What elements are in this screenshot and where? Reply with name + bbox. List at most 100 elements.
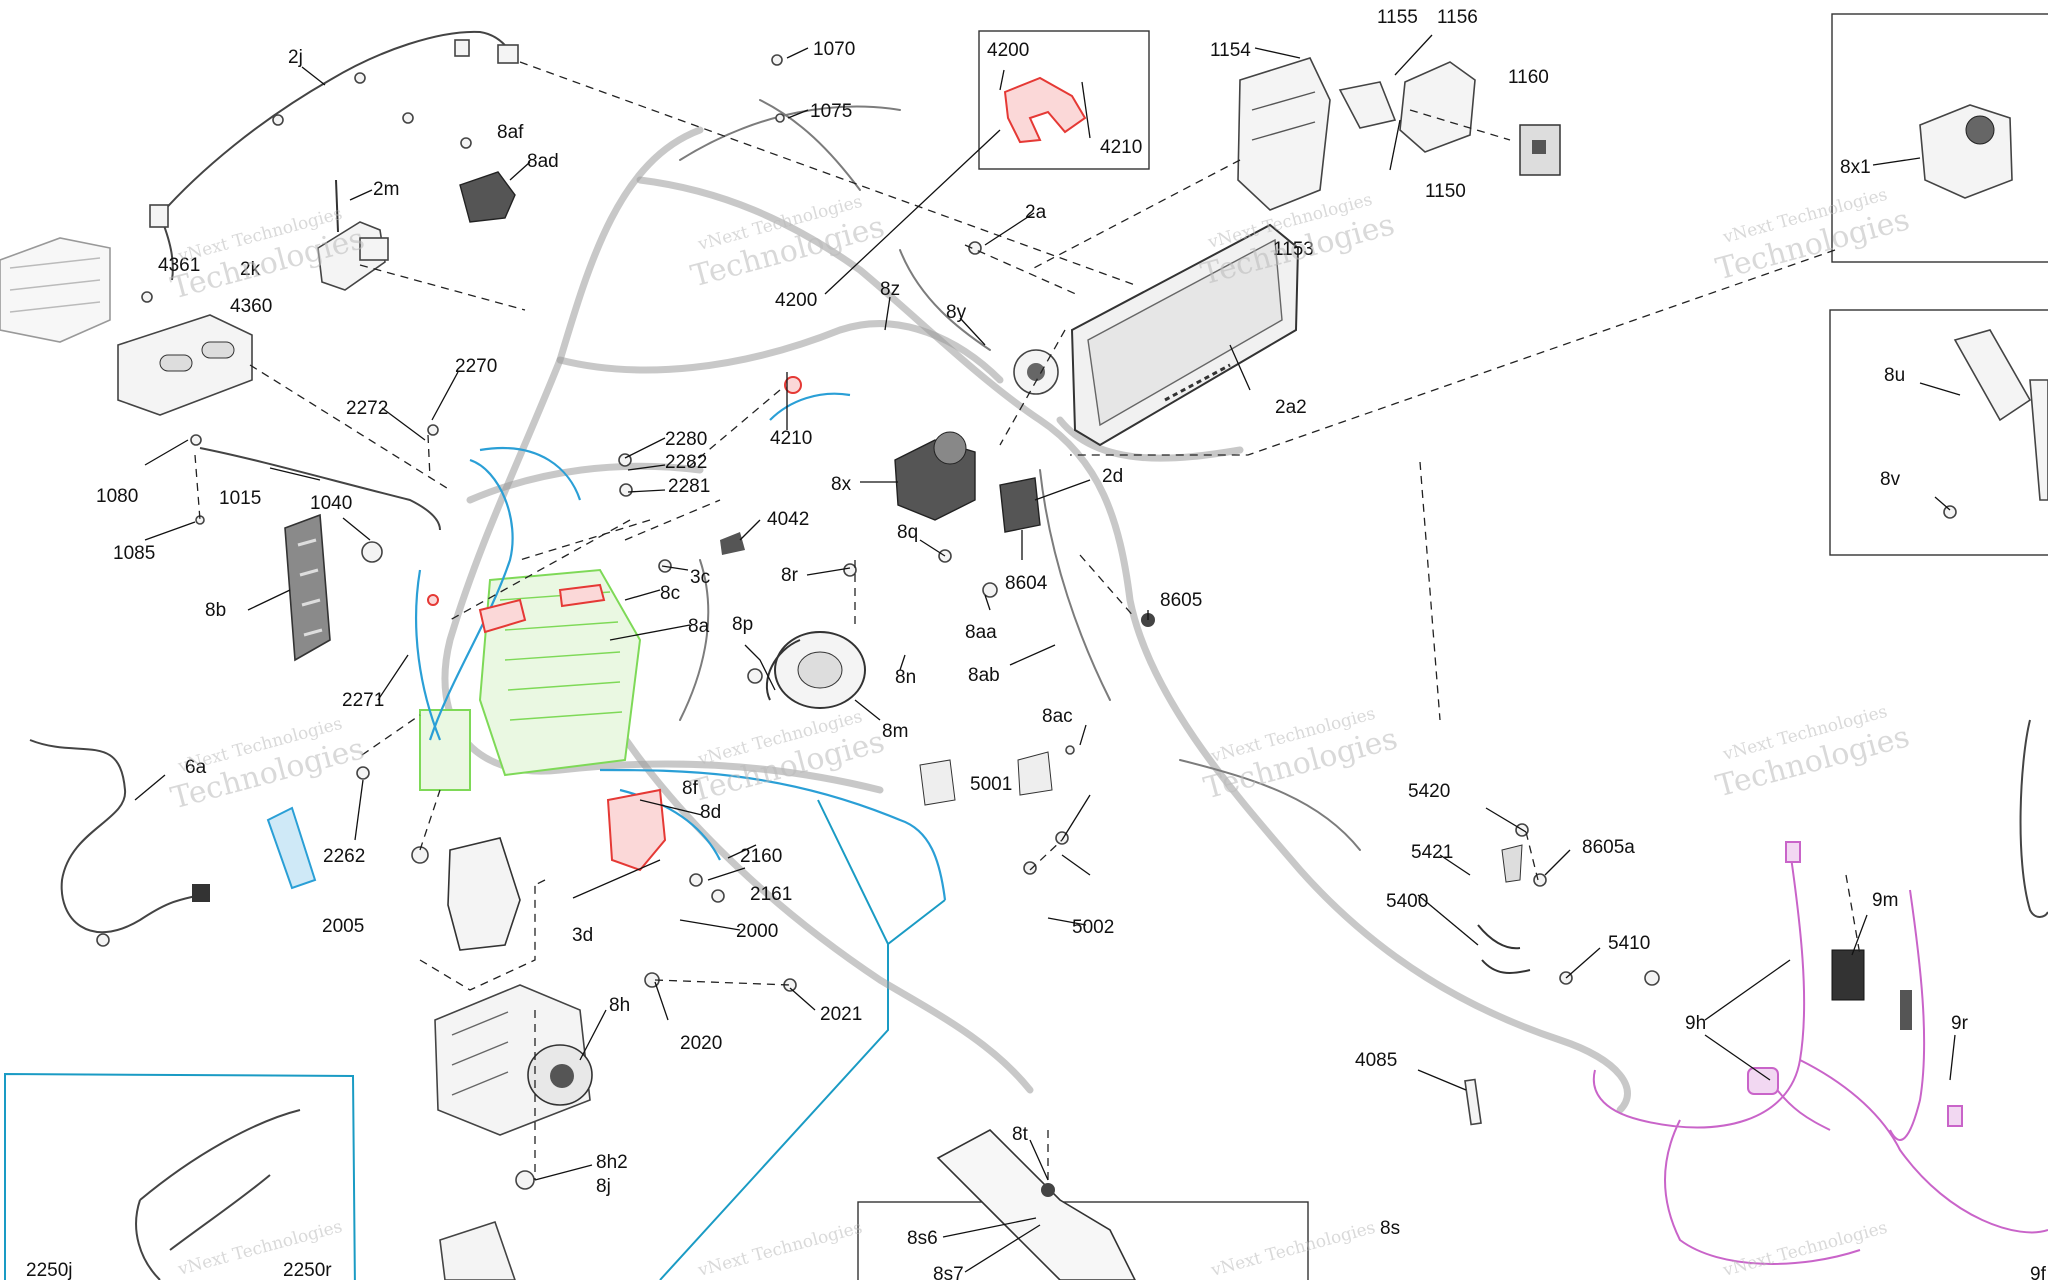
grommet-6a [96,933,110,947]
label-8z: 8z [880,279,900,300]
label-8y: 8y [946,302,967,323]
label-2000: 2000 [736,921,778,942]
label-2005: 2005 [322,916,364,937]
label-8j: 8j [596,1176,611,1197]
label-2271: 2271 [342,690,384,711]
inset-box-8s [857,1201,1309,1280]
label-2a: 2a [1025,202,1047,223]
watermark-7: vNext Technologies Technologies [1200,704,1401,807]
svg-text:vNext Technologies: vNext Technologies [695,1218,864,1280]
cable-6a [29,739,201,934]
unit-1150 [1338,61,1561,176]
label-4200: 4200 [775,290,817,311]
label-8x1: 8x1 [1840,157,1871,178]
label-2161: 2161 [750,884,792,905]
label-5420: 5420 [1408,781,1450,802]
label-2021: 2021 [820,1004,862,1025]
cylinder-8u [1943,329,2048,519]
label-2160: 2160 [740,846,782,867]
label-5002: 5002 [1072,917,1114,938]
label-8a: 8a [688,616,710,637]
battery-box-8a [419,568,642,791]
label-8b: 8b [205,600,226,621]
label-2250j: 2250j [26,1260,73,1280]
label-2250r: 2250r [283,1260,332,1280]
label-5410: 5410 [1608,933,1650,954]
label-8s6: 8s6 [907,1228,938,1249]
svg-text:vNext Technologies: vNext Technologies [1208,1218,1377,1280]
watermark-11: vNext Technologies [1208,1218,1377,1280]
watermark-10: vNext Technologies [695,1218,864,1280]
harness-2250 [135,1109,301,1280]
label-8d: 8d [700,802,721,823]
label-1070: 1070 [813,39,855,60]
label-2j: 2j [288,47,303,68]
label-9m: 9m [1872,890,1898,911]
label-2272: 2272 [346,398,388,419]
horn-8m [765,631,866,709]
label-8q: 8q [897,522,918,543]
label-4210-inset: 4210 [1100,137,1142,158]
red-parts [427,76,1087,872]
label-8c: 8c [660,583,680,604]
label-2262: 2262 [323,846,365,867]
label-1154: 1154 [1210,40,1251,61]
label-2280: 2280 [665,429,707,450]
label-4360: 4360 [230,296,272,317]
bolt-1080 [190,434,202,446]
inset-box-8x1 [1831,13,2048,263]
connector-2d [999,477,1041,533]
watermark-6: vNext Technologies Technologies [687,707,888,810]
main-harness [441,99,1631,1114]
label-2281: 2281 [668,476,710,497]
label-2a2: 2a2 [1275,397,1307,418]
callout-labels: 2j 1070 1075 8af 8ad 2m 2k 4361 4360 420… [26,7,2047,1280]
leader-lines [134,34,1961,1273]
label-2m: 2m [373,179,399,200]
label-8h2: 8h2 [596,1152,628,1173]
label-1085: 1085 [113,543,155,564]
label-1155: 1155 [1377,7,1418,28]
label-8p: 8p [732,614,753,635]
label-1160: 1160 [1508,67,1549,88]
bracket-4360 [117,291,253,416]
switch-8x1 [1919,104,2013,199]
cyan-callout-lines-2 [887,899,946,945]
label-4210: 4210 [770,428,812,449]
label-2020: 2020 [680,1033,722,1054]
label-8n: 8n [895,667,916,688]
watermark-5: vNext Technologies Technologies [167,714,368,817]
label-8aa: 8aa [965,622,997,643]
connector-6a [192,884,210,902]
label-1040: 1040 [310,493,352,514]
label-8s: 8s [1380,1218,1400,1239]
label-8af: 8af [497,122,524,143]
label-8r: 8r [781,565,799,586]
label-9h: 9h [1685,1013,1706,1034]
module-2k [317,179,389,291]
label-8m: 8m [882,721,908,742]
label-8t: 8t [1012,1124,1029,1145]
label-4085: 4085 [1355,1050,1397,1071]
bolt-1040 [361,541,383,563]
label-1080: 1080 [96,486,138,507]
label-8x: 8x [831,474,852,495]
blue-harness [414,392,947,901]
label-8v: 8v [1880,469,1901,490]
watermark-4: vNext Technologies Technologies [1712,185,1913,288]
label-1153: 1153 [1273,239,1314,260]
label-8h: 8h [609,995,630,1016]
connector-housing [0,237,111,343]
label-2270: 2270 [455,356,497,377]
label-8ad: 8ad [527,151,559,172]
dashed-connections [194,61,1861,1180]
label-9r: 9r [1951,1013,1969,1034]
knob-8y [1013,349,1059,395]
label-8ab: 8ab [968,665,1000,686]
connector-bottom [439,1220,516,1280]
watermark-2: vNext Technologies Technologies [687,192,888,295]
abs-unit-8h [434,984,593,1136]
label-4200-inset: 4200 [987,40,1029,61]
blue-bracket-6a [266,806,317,890]
